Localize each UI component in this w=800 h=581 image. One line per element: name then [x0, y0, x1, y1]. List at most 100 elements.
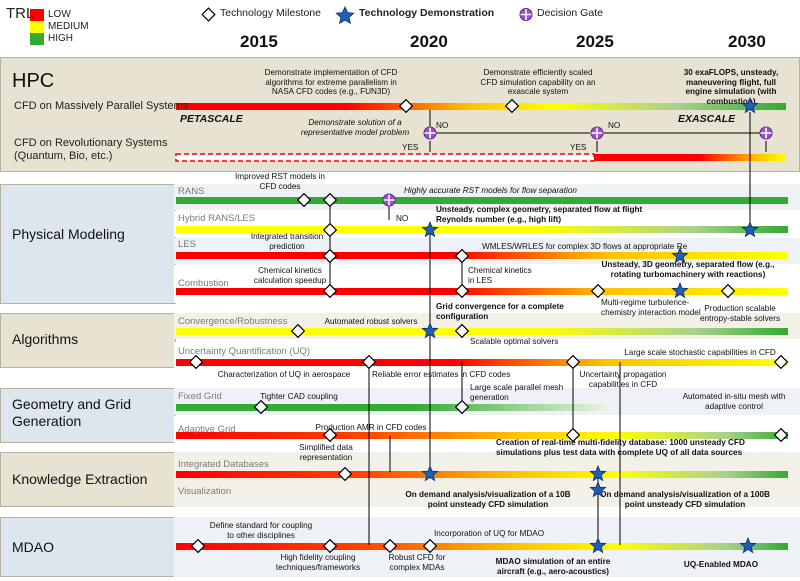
les-band	[174, 238, 800, 264]
convergence-milestone-2-marker	[454, 323, 470, 339]
combustion-milestone-3-text: Multi-regime turbulence-chemistry intera…	[601, 298, 701, 317]
uq-milestone-4-text: Uncertainty propagation capabilities in …	[579, 370, 667, 389]
convergence-label: Convergence/Robustness	[178, 316, 288, 327]
uq-milestone-1-text: Large scale stochastic capabilities in C…	[624, 348, 776, 357]
knowledge-demo-2-text: On demand analysis/visualization of a 10…	[405, 490, 571, 509]
algorithms-section	[0, 313, 176, 368]
hpc-demo-star	[741, 96, 759, 114]
mdao-milestone-3-text: High fidelity coupling techniques/framew…	[275, 553, 361, 572]
uq-milestone-1-marker	[188, 354, 204, 370]
convergence-demo-text: Grid convergence for a complete configur…	[436, 302, 564, 321]
les-milestone-text: WMLES/WRLES for complex 3D flows at appr…	[482, 242, 688, 251]
mdao-demo-1-text: MDAO simulation of an entire aircraft (e…	[495, 557, 611, 576]
uq-milestone-3-text: Reliable error estimates in CFD codes	[372, 370, 511, 379]
demonstration-legend-icon	[335, 6, 355, 25]
rans-milestone-2-marker	[322, 192, 338, 208]
physical-modeling-section	[0, 184, 176, 304]
les-bar	[176, 252, 788, 259]
rans-milestone-1-marker	[296, 192, 312, 208]
decision-gate-legend-icon	[519, 8, 533, 21]
fixed-grid-bar	[176, 404, 606, 411]
geometry-milestone-1-marker	[253, 399, 269, 415]
knowledge-milestone-1-marker	[337, 466, 353, 482]
hpc-gate-text: Demonstrate solution of a representative…	[300, 118, 410, 137]
mdao-milestone-4-marker	[422, 538, 438, 554]
knowledge-demo-3-text: On demand analysis/visualization of a 10…	[600, 490, 770, 509]
convergence-milestone-2-text: Scalable optimal solvers	[470, 337, 559, 346]
knowledge-demo-1-text: Creation of real-time multi-fidelity dat…	[496, 438, 745, 457]
combustion-label: Combustion	[178, 278, 229, 289]
visualization-label: Visualization	[178, 486, 232, 497]
no-label-2: NO	[608, 121, 621, 130]
combustion-milestone-3-marker	[590, 283, 606, 299]
convergence-milestone-1-text: Automated robust solvers	[324, 317, 418, 326]
milestone-legend-icon	[201, 7, 216, 22]
rans-no-label: NO	[396, 214, 409, 223]
knowledge-title: Knowledge Extraction	[12, 471, 148, 487]
integrated-db-bar	[176, 471, 788, 478]
integrated-db-band	[174, 452, 800, 507]
convergence-milestone-1-marker	[290, 323, 306, 339]
hpc-row2-label-b: (Quantum, Bio, etc.)	[14, 150, 113, 162]
rans-label: RANS	[178, 186, 205, 197]
hpc-row1-label: CFD on Massively Parallel Systems	[14, 100, 189, 112]
combustion-milestone-1-text: Chemical kinetics calculation speedup	[253, 266, 327, 285]
trl-medium-swatch	[30, 21, 44, 33]
trl-medium-label: MEDIUM	[48, 21, 89, 32]
rans-decision-gate	[382, 193, 396, 207]
decision-gate-legend-label: Decision Gate	[537, 7, 603, 19]
hybrid-demo-2-star	[741, 220, 759, 238]
hpc-title: HPC	[12, 70, 55, 92]
knowledge-demo-1-star	[421, 464, 439, 482]
combustion-milestone-1-marker	[322, 283, 338, 299]
hybrid-demo-star	[421, 220, 439, 238]
mdao-demo-1-star	[589, 536, 607, 554]
mdao-milestone-2-marker	[322, 538, 338, 554]
yes-label-1: YES	[402, 143, 419, 152]
algorithms-title: Algorithms	[12, 331, 79, 347]
combustion-milestone-2-text: Chemical kinetics in LES	[468, 266, 532, 285]
exascale-label: EXASCALE	[678, 113, 736, 125]
convergence-demo-star	[421, 321, 439, 339]
mdao-milestone-2-text: Incorporation of UQ for MDAO	[434, 529, 545, 538]
trl-low-label: LOW	[48, 9, 71, 20]
fixed-grid-label: Fixed Grid	[178, 391, 222, 402]
combustion-bar	[176, 288, 788, 295]
mdao-demo-2-text: UQ-Enabled MDAO	[683, 560, 759, 569]
hpc-row2-label-a: CFD on Revolutionary Systems	[14, 137, 168, 149]
les-milestone-2-marker	[454, 248, 470, 264]
mdao-title: MDAO	[12, 539, 54, 555]
mdao-demo-2-star	[739, 536, 757, 554]
uq-bar	[176, 359, 788, 366]
mdao-milestone-1-text: Define standard for coupling to other di…	[209, 521, 313, 540]
uq-milestone-4-marker	[773, 354, 789, 370]
hybrid-demo-text: Unsteady, complex geometry, separated fl…	[436, 205, 643, 224]
geometry-milestone-5-marker	[773, 427, 789, 443]
combustion-demo-star	[671, 281, 689, 299]
hpc-milestone-2-marker	[504, 98, 520, 114]
hpc-section	[0, 57, 800, 172]
year-2020: 2020	[410, 32, 448, 51]
rans-milestone-2-text: Highly accurate RST models for flow sepa…	[404, 186, 577, 195]
uq-label: Uncertainty Quantification (UQ)	[178, 346, 310, 357]
knowledge-section	[0, 452, 176, 507]
adaptive-grid-bar	[176, 432, 788, 439]
mdao-section	[0, 517, 176, 577]
hpc-decision-gate-3	[759, 126, 773, 140]
geometry-title-a: Geometry and Grid	[12, 396, 132, 412]
combustion-milestone-2-marker	[454, 283, 470, 299]
les-demo-star	[671, 246, 689, 264]
trl-title: TRL	[6, 5, 35, 22]
mdao-milestone-3-marker	[382, 538, 398, 554]
geometry-section	[0, 388, 176, 443]
integrated-db-label: Integrated Databases	[178, 459, 269, 470]
knowledge-demo-2-star	[589, 464, 607, 482]
demonstration-legend-label: Technology Demonstration	[359, 7, 495, 19]
hybrid-milestone-text: Integrated transition prediction	[250, 232, 324, 251]
hpc-revolutionary-dashed-bar	[175, 153, 595, 162]
rans-milestone-1-text: Improved RST models in CFD codes	[235, 172, 325, 191]
mdao-bar	[176, 543, 788, 550]
hpc-milestone-1-marker	[398, 98, 414, 114]
